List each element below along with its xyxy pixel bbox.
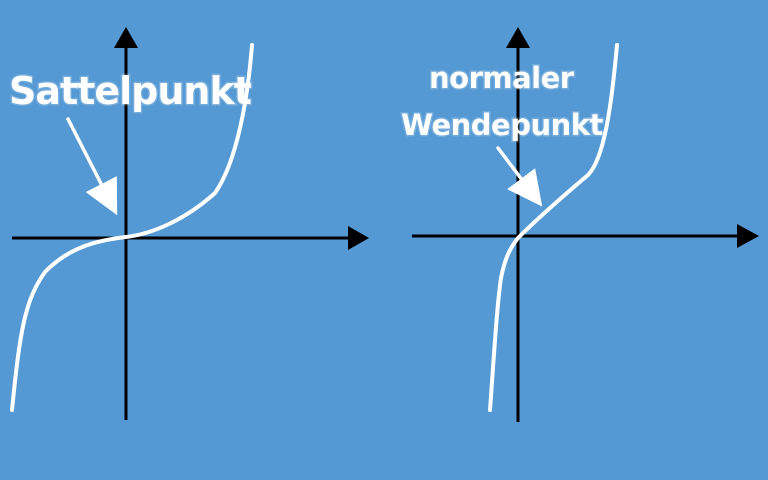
normal-inflection-pointer <box>496 146 543 207</box>
saddle-point-curve <box>10 43 254 412</box>
normal-inflection-label-line-1: normaler <box>429 61 575 95</box>
normal-inflection-curve <box>488 43 619 412</box>
right-y-axis-arrow <box>506 27 530 48</box>
normal-inflection-label-line-2: Wendepunkt <box>401 108 604 142</box>
left-x-axis-arrow <box>348 226 369 250</box>
saddle-point-diagram: Sattelpunkt <box>8 27 369 420</box>
normal-inflection-diagram: normaler Wendepunkt <box>400 27 759 422</box>
saddle-point-pointer <box>66 117 118 216</box>
saddle-point-label: Sattelpunkt <box>9 69 252 113</box>
left-y-axis-arrow <box>114 27 138 48</box>
right-x-axis-arrow <box>737 224 759 248</box>
